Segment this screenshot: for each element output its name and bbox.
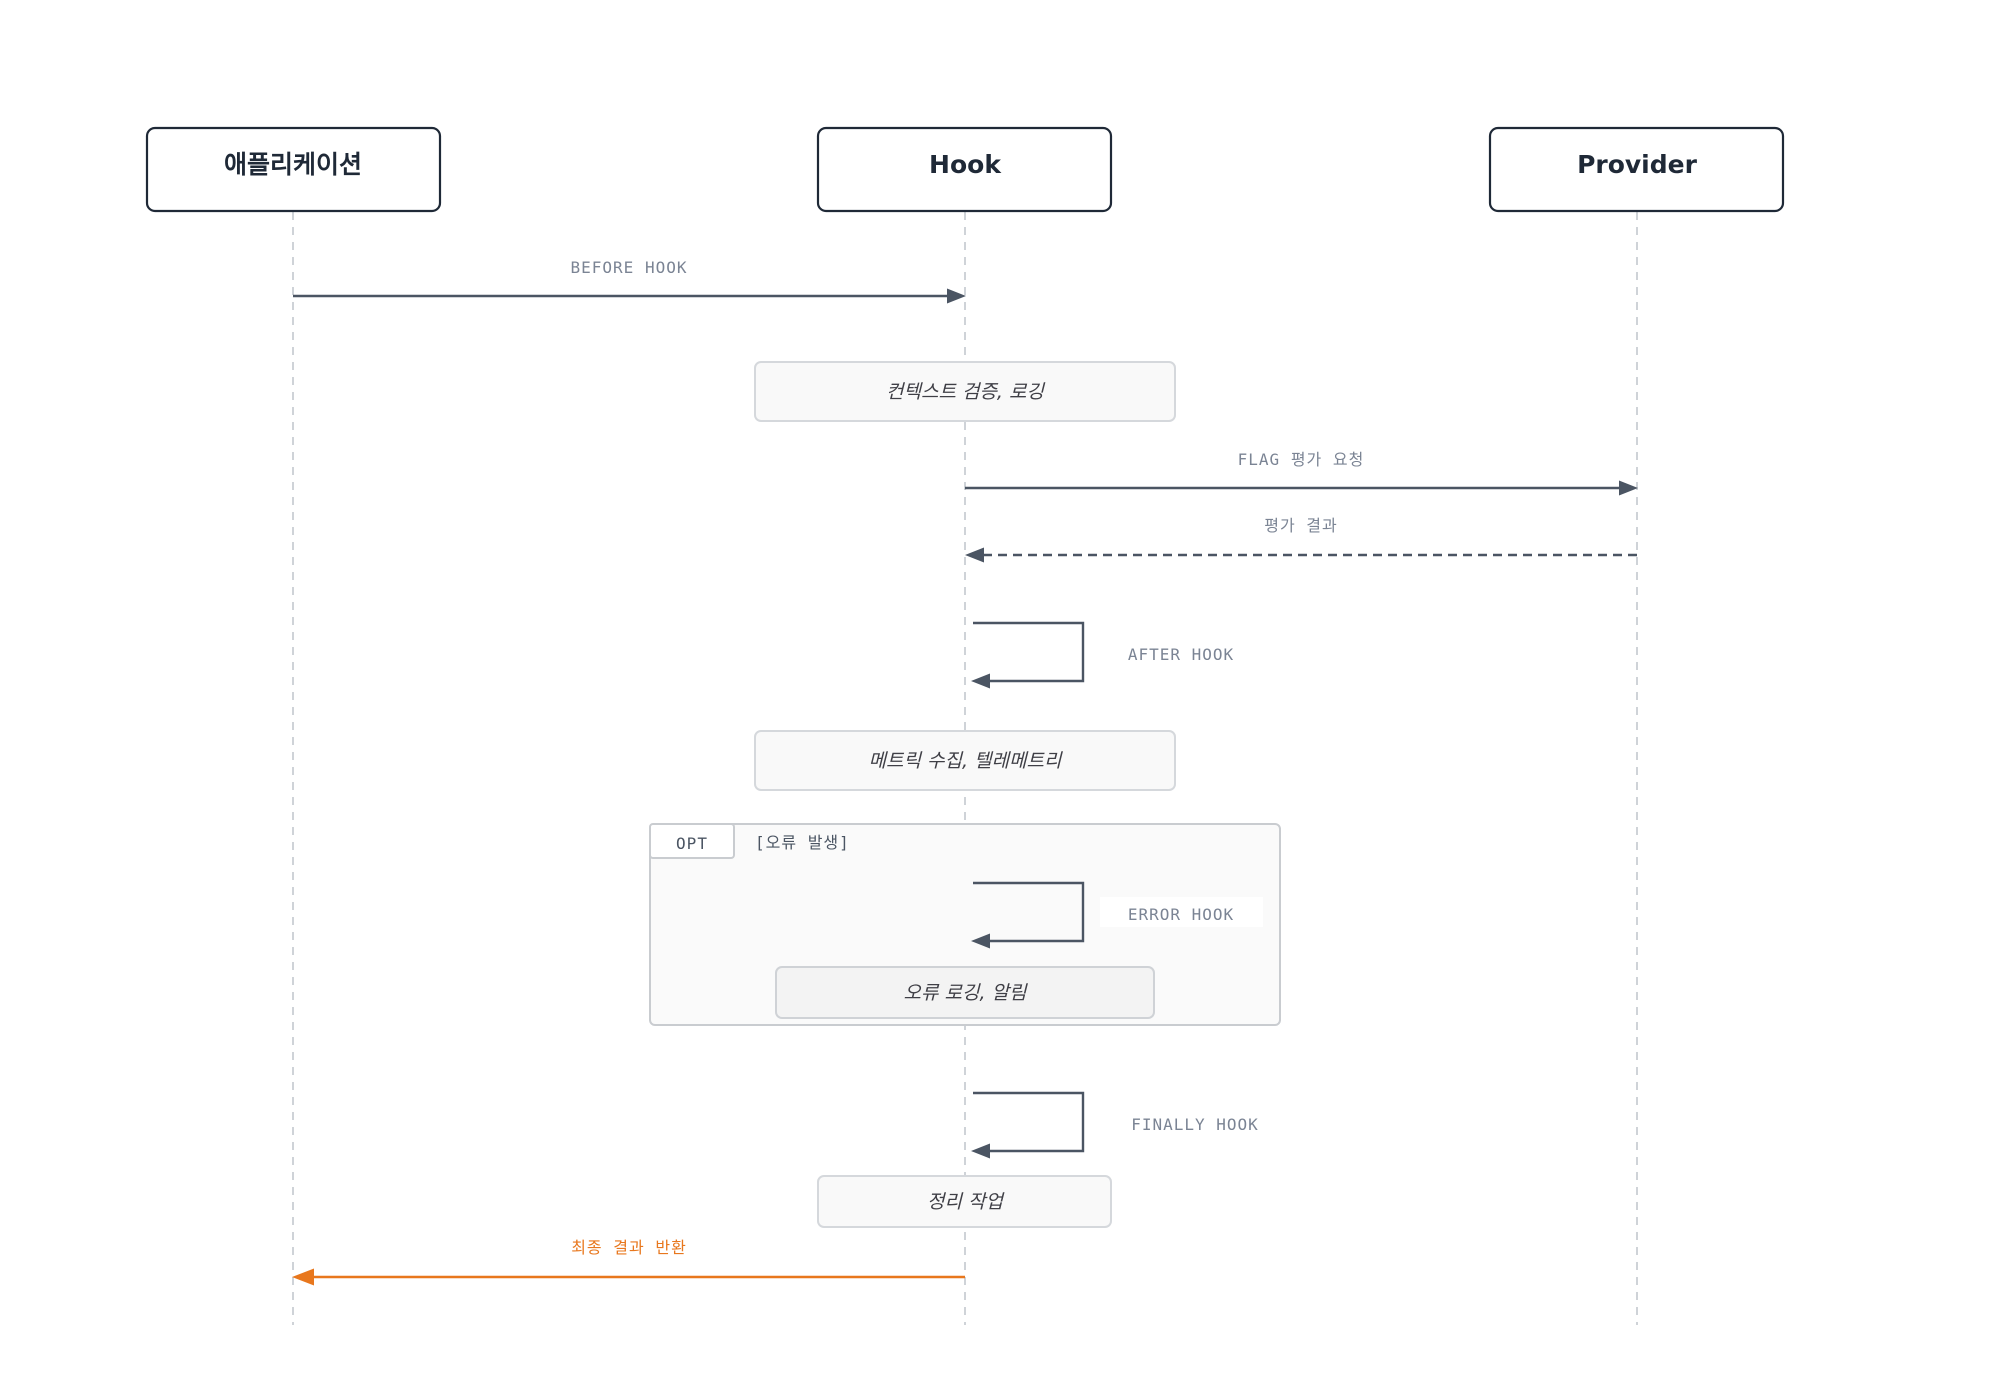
message-eval-result-label: 평가 결과 (1264, 516, 1338, 535)
message-finally-hook-label: FINALLY HOOK (1131, 1115, 1259, 1134)
actor-provider: Provider (1488, 126, 1785, 213)
message-after-hook: AFTER HOOK (971, 621, 1234, 689)
arrowhead-icon (971, 933, 990, 949)
arrowhead-icon (971, 673, 990, 689)
actor-hook-label: Hook (929, 150, 1002, 179)
arrowhead-icon (971, 1143, 990, 1159)
arrowhead-icon (947, 288, 966, 304)
error-hook-label-bg (1100, 897, 1263, 927)
note-validate-text: 컨텍스트 검증, 로깅 (886, 381, 1045, 403)
arrowhead-icon (965, 547, 984, 563)
message-before-hook: BEFORE HOOK (293, 258, 966, 304)
message-eval-result: 평가 결과 (965, 516, 1637, 563)
note-metrics: 메트릭 수집, 텔레메트리 (754, 730, 1176, 791)
note-cleanup: 정리 작업 (817, 1175, 1112, 1228)
actor-provider-label: Provider (1577, 150, 1698, 179)
message-error-hook: ERROR HOOK (971, 881, 1263, 949)
message-after-hook-label: AFTER HOOK (1128, 645, 1234, 664)
message-error-hook-label: ERROR HOOK (1128, 905, 1234, 924)
message-finally-hook: FINALLY HOOK (971, 1091, 1259, 1159)
note-error-log-text: 오류 로깅, 알림 (904, 982, 1029, 1004)
note-error-log: 오류 로깅, 알림 (775, 966, 1155, 1019)
note-cleanup-text: 정리 작업 (927, 1191, 1005, 1213)
message-final-return: 최종 결과 반환 (292, 1238, 965, 1286)
arrowhead-icon (292, 1268, 314, 1286)
actor-application-label: 애플리케이션 (224, 150, 362, 179)
actor-application: 애플리케이션 (145, 126, 442, 213)
opt-frame-tag-text: OPT (676, 834, 708, 853)
arrowhead-icon (1619, 480, 1638, 496)
note-metrics-text: 메트릭 수집, 텔레메트리 (869, 750, 1063, 772)
message-final-return-label: 최종 결과 반환 (571, 1238, 687, 1257)
note-validate: 컨텍스트 검증, 로깅 (754, 361, 1176, 422)
message-before-hook-label: BEFORE HOOK (571, 258, 688, 277)
message-flag-request: FLAG 평가 요청 (965, 450, 1638, 496)
actor-hook: Hook (816, 126, 1113, 213)
opt-frame-tag (649, 823, 735, 859)
message-flag-request-label: FLAG 평가 요청 (1238, 450, 1365, 469)
opt-frame-condition: [오류 발생] (755, 833, 850, 852)
